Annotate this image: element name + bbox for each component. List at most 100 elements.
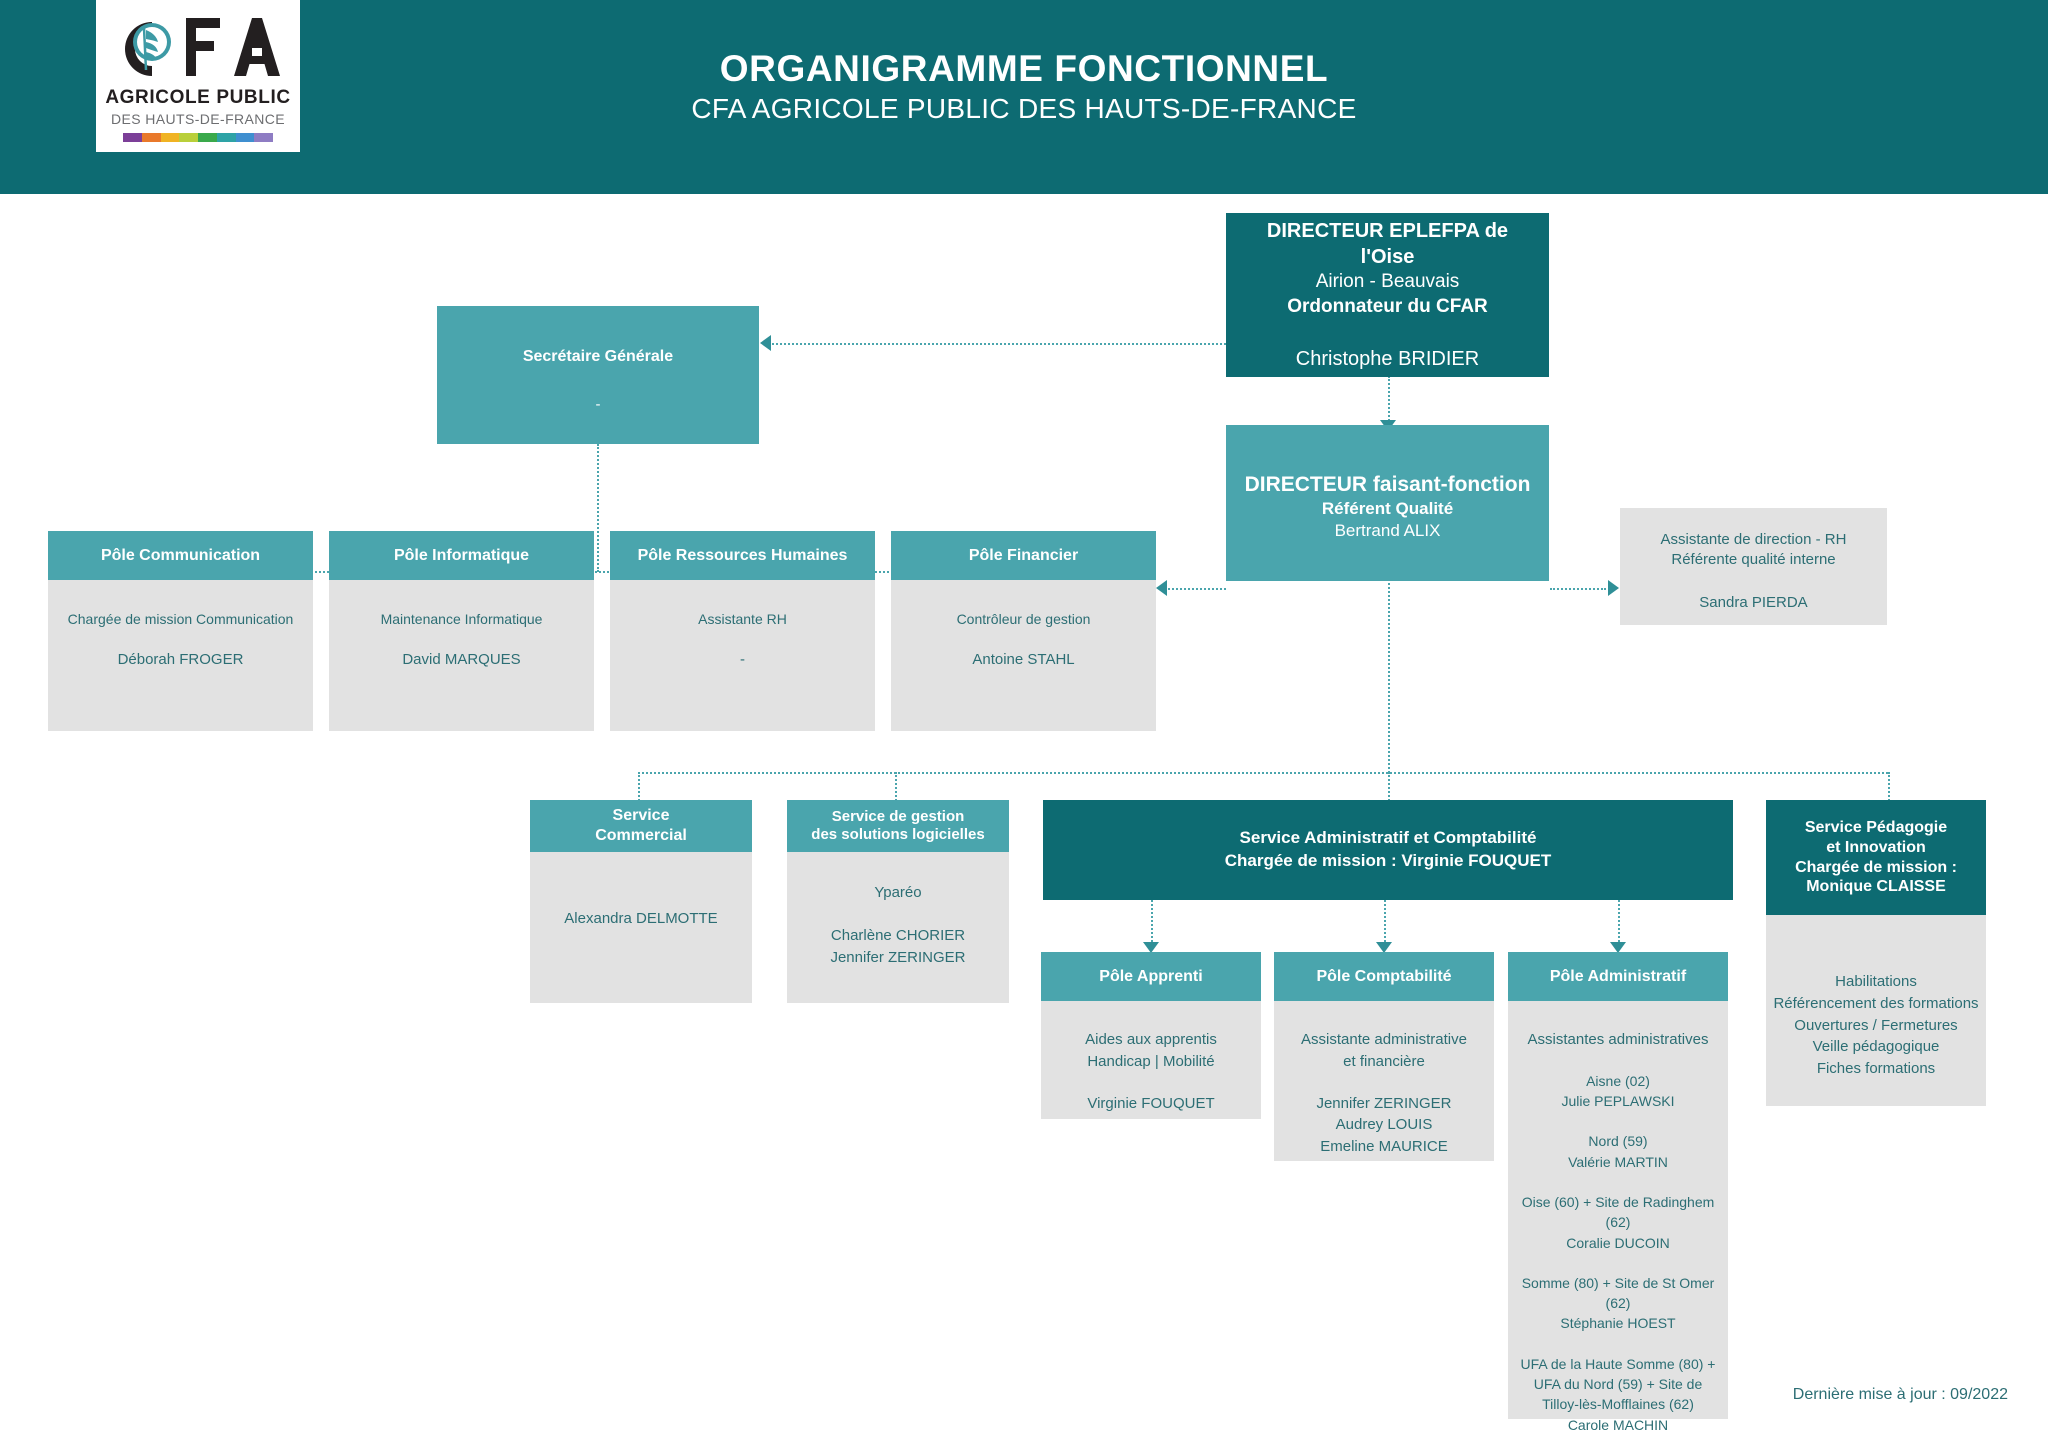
pole-comptabilite-role-2: et financière [1343, 1052, 1425, 1070]
entry-zone: UFA de la Haute Somme (80) + UFA du Nord… [1520, 1355, 1716, 1413]
connector-ff-to-financier [1168, 588, 1226, 590]
pole-apprenti-role-1: Aides aux apprentis [1085, 1031, 1217, 1048]
page-header: AGRICOLE PUBLIC DES HAUTS-DE-FRANCE ORGA… [0, 0, 2048, 194]
arrow-to-secretaire [760, 335, 771, 351]
pole-financier-role: Contrôleur de gestion [956, 611, 1091, 627]
entry-zone: Nord (59) [1588, 1133, 1648, 1150]
pole-administratif-body: Assistantes administratives Aisne (02) J… [1508, 1001, 1728, 1433]
arrow-to-pole-comptabilite [1376, 942, 1392, 953]
node-secretaire-generale[interactable]: Secrétaire Générale - [437, 306, 759, 444]
logo-text-region: DES HAUTS-DE-FRANCE [110, 111, 286, 127]
pole-communication-role: Chargée de mission Communication [67, 611, 294, 627]
director-ff-role: Référent Qualité [1321, 499, 1454, 519]
pole-apprenti-name: Virginie FOUQUET [1087, 1094, 1215, 1112]
connector-services-bus [638, 772, 1888, 774]
service-pedagogie-title-4: Monique CLAISSE [1806, 878, 1946, 896]
node-pole-administratif[interactable]: Pôle Administratif Assistantes administr… [1508, 952, 1728, 1433]
entry-name: Carole MACHIN [1567, 1416, 1669, 1433]
director-eplefpa-title: DIRECTEUR EPLEFPA de l'Oise [1266, 220, 1509, 269]
director-eplefpa-name: Christophe BRIDIER [1295, 347, 1480, 370]
connector-admin-to-apprenti [1151, 900, 1153, 946]
service-pedagogie-body: Habilitations Référencement des formatio… [1766, 915, 1986, 1106]
pole-administratif-role: Assistantes administratives [1527, 1031, 1709, 1048]
pole-administratif-entry: Nord (59) Valérie MARTIN [1514, 1131, 1722, 1172]
service-pedagogie-title-1: Service Pédagogie [1804, 819, 1948, 837]
entry-name: Julie PEPLAWSKI [1561, 1093, 1675, 1110]
service-commercial-title-1: Service [612, 807, 670, 825]
pole-rh-role: Assistante RH [698, 611, 787, 627]
pole-comptabilite-name-2: Audrey LOUIS [1335, 1116, 1433, 1134]
entry-name: Stéphanie HOEST [1560, 1315, 1676, 1332]
pole-administratif-entry: Aisne (02) Julie PEPLAWSKI [1514, 1071, 1722, 1112]
pole-informatique-body: Maintenance Informatique David MARQUES [329, 580, 594, 731]
secretaire-generale-name: - [595, 396, 601, 413]
service-pedagogie-item: Veille pédagogique [1812, 1038, 1940, 1056]
service-logiciels-role: Yparéo [874, 884, 922, 901]
pole-communication-body: Chargée de mission Communication Déborah… [48, 580, 313, 731]
connector-admin-to-comptabilite [1384, 900, 1386, 946]
logo-text-agricole-public: AGRICOLE PUBLIC [105, 87, 291, 108]
connector-secretaire-down [597, 444, 599, 572]
service-commercial-header: Service Commercial [530, 800, 752, 852]
last-update-note: Dernière mise à jour : 09/2022 [1792, 1386, 2008, 1403]
node-pole-ressources-humaines[interactable]: Pôle Ressources Humaines Assistante RH - [610, 531, 875, 731]
pole-comptabilite-role-1: Assistante administrative [1301, 1031, 1467, 1048]
service-logiciels-title-1: Service de gestion [831, 807, 965, 825]
pole-administratif-entry: UFA de la Haute Somme (80) + UFA du Nord… [1514, 1354, 1722, 1435]
director-eplefpa-role: Ordonnateur du CFAR [1287, 296, 1488, 317]
pole-administratif-entry: Oise (60) + Site de Radinghem (62) Coral… [1514, 1192, 1722, 1253]
pole-apprenti-header: Pôle Apprenti [1041, 952, 1261, 1001]
service-logiciels-body: Yparéo Charlène CHORIER Jennifer ZERINGE… [787, 852, 1009, 1003]
service-logiciels-title-2: des solutions logicielles [811, 826, 985, 843]
node-pole-comptabilite[interactable]: Pôle Comptabilité Assistante administrat… [1274, 952, 1494, 1161]
connector-bus-to-pedagogie [1888, 772, 1890, 824]
node-director-eplefpa[interactable]: DIRECTEUR EPLEFPA de l'Oise Airion - Bea… [1226, 213, 1549, 377]
pole-informatique-role: Maintenance Informatique [380, 611, 543, 627]
node-pole-informatique[interactable]: Pôle Informatique Maintenance Informatiq… [329, 531, 594, 731]
node-pole-communication[interactable]: Pôle Communication Chargée de mission Co… [48, 531, 313, 731]
service-commercial-title-2: Commercial [595, 827, 687, 844]
pole-comptabilite-header: Pôle Comptabilité [1274, 952, 1494, 1001]
connector-bus-to-logiciels [895, 772, 897, 824]
pole-administratif-header: Pôle Administratif [1508, 952, 1728, 1001]
node-service-administratif-comptabilite[interactable]: Service Administratif et Comptabilité Ch… [1043, 800, 1733, 900]
node-pole-financier[interactable]: Pôle Financier Contrôleur de gestion Ant… [891, 531, 1156, 731]
entry-zone: Aisne (02) [1586, 1072, 1650, 1089]
secretaire-generale-title: Secrétaire Générale [522, 348, 674, 365]
connector-eplefpa-to-secretaire [772, 343, 1226, 345]
director-ff-title: DIRECTEUR faisant-fonction [1244, 473, 1531, 496]
service-pedagogie-title-3: Chargée de mission : [1795, 858, 1957, 876]
pole-comptabilite-body: Assistante administrative et financière … [1274, 1001, 1494, 1161]
cfa-acronym-icon [125, 18, 280, 76]
node-director-faisant-fonction[interactable]: DIRECTEUR faisant-fonction Référent Qual… [1226, 425, 1549, 581]
pole-informatique-header: Pôle Informatique [329, 531, 594, 580]
connector-bus-to-commercial [638, 772, 640, 824]
node-service-pedagogie-innovation[interactable]: Service Pédagogie et Innovation Chargée … [1766, 800, 1986, 1106]
service-pedagogie-item: Référencement des formations [1773, 994, 1979, 1012]
arrow-to-pole-apprenti [1143, 942, 1159, 953]
connector-bus-to-admin-compta [1388, 772, 1390, 824]
connector-poles-bus [180, 571, 1029, 573]
pole-financier-name: Antoine STAHL [972, 651, 1075, 669]
logo-color-bar [123, 133, 273, 142]
pole-apprenti-body: Aides aux apprentis Handicap | Mobilité … [1041, 1001, 1261, 1119]
service-admin-compta-title: Service Administratif et Comptabilité [1239, 828, 1537, 848]
arrow-to-pole-administratif [1610, 942, 1626, 953]
entry-name: Valérie MARTIN [1568, 1153, 1668, 1170]
pole-administratif-entry: Somme (80) + Site de St Omer (62) Stépha… [1514, 1273, 1722, 1334]
assistante-direction-role-2: Référente qualité interne [1671, 551, 1836, 569]
director-ff-name: Bertrand ALIX [1334, 521, 1441, 541]
connector-eplefpa-to-ff [1388, 376, 1390, 424]
node-service-solutions-logicielles[interactable]: Service de gestion des solutions logicie… [787, 800, 1009, 1003]
node-pole-apprenti[interactable]: Pôle Apprenti Aides aux apprentis Handic… [1041, 952, 1261, 1119]
pole-rh-body: Assistante RH - [610, 580, 875, 731]
connector-admin-to-administratif [1618, 900, 1620, 946]
service-logiciels-name-1: Charlène CHORIER [830, 926, 966, 944]
service-logiciels-header: Service de gestion des solutions logicie… [787, 800, 1009, 852]
pole-rh-header: Pôle Ressources Humaines [610, 531, 875, 580]
node-assistante-direction[interactable]: Assistante de direction - RH Référente q… [1620, 508, 1887, 625]
service-logiciels-name-2: Jennifer ZERINGER [830, 948, 966, 966]
node-service-commercial[interactable]: Service Commercial Alexandra DELMOTTE [530, 800, 752, 1003]
service-commercial-name: Alexandra DELMOTTE [564, 910, 718, 927]
arrow-ff-to-assistante [1608, 580, 1619, 596]
